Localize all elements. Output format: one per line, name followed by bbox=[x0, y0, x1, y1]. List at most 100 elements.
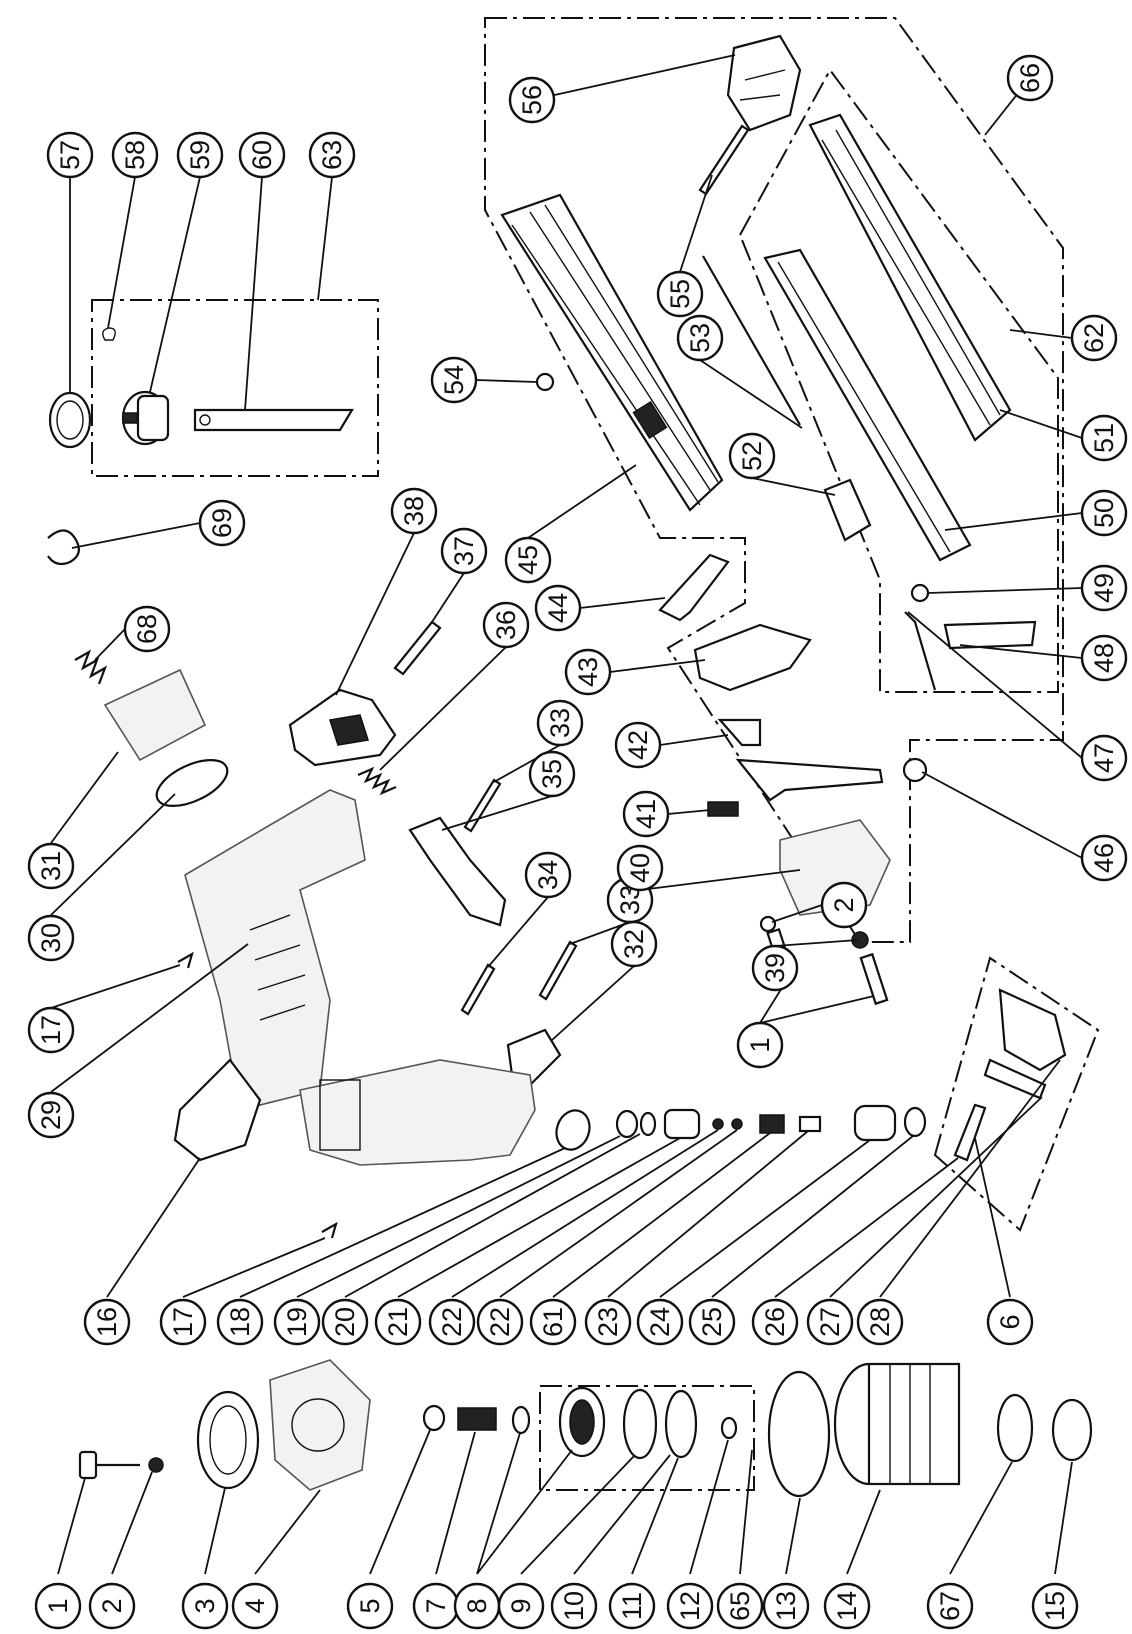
callout-49-text: 49 bbox=[1089, 573, 1119, 603]
part-45-rail bbox=[500, 193, 724, 512]
callout-52-text: 52 bbox=[737, 441, 767, 471]
callout-15-text: 15 bbox=[1040, 1591, 1070, 1621]
part-14-ribs bbox=[889, 1364, 931, 1484]
leader-7 bbox=[435, 1431, 476, 1575]
callout-60-text: 60 bbox=[247, 140, 277, 170]
leader-17b bbox=[182, 1237, 326, 1298]
callout-27-text: 27 bbox=[815, 1307, 845, 1337]
leader-59 bbox=[149, 176, 201, 393]
callout-42-circle bbox=[614, 721, 662, 769]
callout-40-circle bbox=[616, 844, 664, 892]
leader-54 bbox=[475, 379, 538, 383]
callout-11-circle bbox=[608, 1582, 656, 1630]
callout-41-text: 41 bbox=[631, 799, 661, 829]
callout-31-circle bbox=[27, 842, 75, 890]
leader-23 bbox=[607, 1130, 809, 1298]
callout-63-text: 63 bbox=[317, 140, 347, 170]
part-58-clip bbox=[102, 327, 116, 341]
part-52-block bbox=[823, 478, 872, 542]
callout-10-circle bbox=[550, 1582, 598, 1630]
part-34-pin bbox=[460, 963, 496, 1016]
callout-62-circle bbox=[1070, 314, 1118, 362]
callout-29: 29 bbox=[27, 1091, 75, 1139]
part-46-knob bbox=[902, 757, 928, 783]
part-1-screw-c bbox=[859, 952, 889, 1006]
part-4-cover bbox=[269, 1359, 371, 1491]
part-33-pin-a bbox=[463, 778, 502, 833]
callout-56: 56 bbox=[508, 76, 556, 124]
callout-2a-text: 2 bbox=[97, 1598, 127, 1613]
part-13-oring bbox=[767, 1370, 831, 1498]
callout-22a: 22 bbox=[428, 1298, 476, 1346]
part-42-lever bbox=[717, 718, 762, 747]
callout-58: 58 bbox=[111, 131, 159, 179]
callout-61: 61 bbox=[529, 1298, 577, 1346]
part-24-valve-body bbox=[853, 1104, 897, 1142]
callout-23: 23 bbox=[584, 1298, 632, 1346]
part-21-oring bbox=[639, 1111, 657, 1137]
part-1-screw-head bbox=[78, 1450, 98, 1480]
callout-17a-circle bbox=[27, 1006, 75, 1054]
callout-32-circle bbox=[610, 920, 658, 968]
part-19-cap bbox=[555, 1109, 591, 1151]
callout-1b: 1 bbox=[736, 1021, 784, 1069]
part-31-nozzle bbox=[103, 668, 207, 762]
callout-43-text: 43 bbox=[573, 657, 603, 687]
leader-29 bbox=[50, 943, 249, 1093]
callout-65: 65 bbox=[716, 1582, 764, 1630]
callout-48-text: 48 bbox=[1089, 643, 1119, 673]
leader-69 bbox=[71, 522, 201, 549]
callout-66: 66 bbox=[1006, 54, 1054, 102]
callout-29-circle bbox=[27, 1091, 75, 1139]
callout-25: 25 bbox=[688, 1298, 736, 1346]
callout-13-text: 13 bbox=[771, 1591, 801, 1621]
callout-39-text: 39 bbox=[760, 953, 790, 983]
part-29-body bbox=[184, 789, 366, 1111]
callout-24: 24 bbox=[636, 1298, 684, 1346]
callout-68-circle bbox=[123, 605, 171, 653]
callout-1b-text: 1 bbox=[745, 1037, 775, 1052]
part-2-washer-b bbox=[759, 915, 777, 933]
callout-44: 44 bbox=[534, 584, 582, 632]
callout-19: 19 bbox=[273, 1298, 321, 1346]
callout-35-text: 35 bbox=[537, 759, 567, 789]
callout-21-text: 21 bbox=[383, 1307, 413, 1337]
callout-54-text: 54 bbox=[439, 365, 469, 395]
callout-3-text: 3 bbox=[190, 1598, 220, 1613]
leader-65 bbox=[739, 1449, 753, 1575]
callout-39-circle bbox=[751, 944, 799, 992]
callout-46-text: 46 bbox=[1089, 843, 1119, 873]
callout-57-circle bbox=[46, 131, 94, 179]
callout-12-text: 12 bbox=[675, 1591, 705, 1621]
group-box-66 bbox=[484, 17, 1064, 943]
callout-20: 20 bbox=[321, 1298, 369, 1346]
leader-31 bbox=[50, 751, 119, 844]
callout-45-text: 45 bbox=[513, 545, 543, 575]
callout-1a: 1 bbox=[34, 1582, 82, 1630]
callout-41-circle bbox=[622, 790, 670, 838]
callout-34-circle bbox=[524, 851, 572, 899]
callout-44-circle bbox=[534, 584, 582, 632]
callout-67: 67 bbox=[926, 1582, 974, 1630]
leader-56 bbox=[531, 54, 736, 101]
callout-8: 8 bbox=[453, 1582, 501, 1630]
leader-14 bbox=[846, 1489, 881, 1575]
leader-2b bbox=[771, 904, 823, 923]
callout-56-text: 56 bbox=[517, 85, 547, 115]
callout-5-circle bbox=[346, 1582, 394, 1630]
callout-21-circle bbox=[374, 1298, 422, 1346]
callout-59-circle bbox=[176, 131, 224, 179]
callout-67-circle bbox=[926, 1582, 974, 1630]
callout-8-text: 8 bbox=[462, 1598, 492, 1613]
callout-53-circle bbox=[676, 314, 724, 362]
leader-12 bbox=[689, 1439, 729, 1575]
part-61-spring bbox=[759, 1114, 785, 1134]
callout-4: 4 bbox=[231, 1582, 279, 1630]
callout-53: 53 bbox=[676, 314, 724, 362]
leader-13 bbox=[785, 1497, 801, 1575]
group-box-62 bbox=[738, 68, 1059, 693]
callout-19-circle bbox=[273, 1298, 321, 1346]
callout-58-circle bbox=[111, 131, 159, 179]
part-20-oring bbox=[615, 1109, 639, 1139]
part-56-endcap bbox=[726, 34, 802, 132]
